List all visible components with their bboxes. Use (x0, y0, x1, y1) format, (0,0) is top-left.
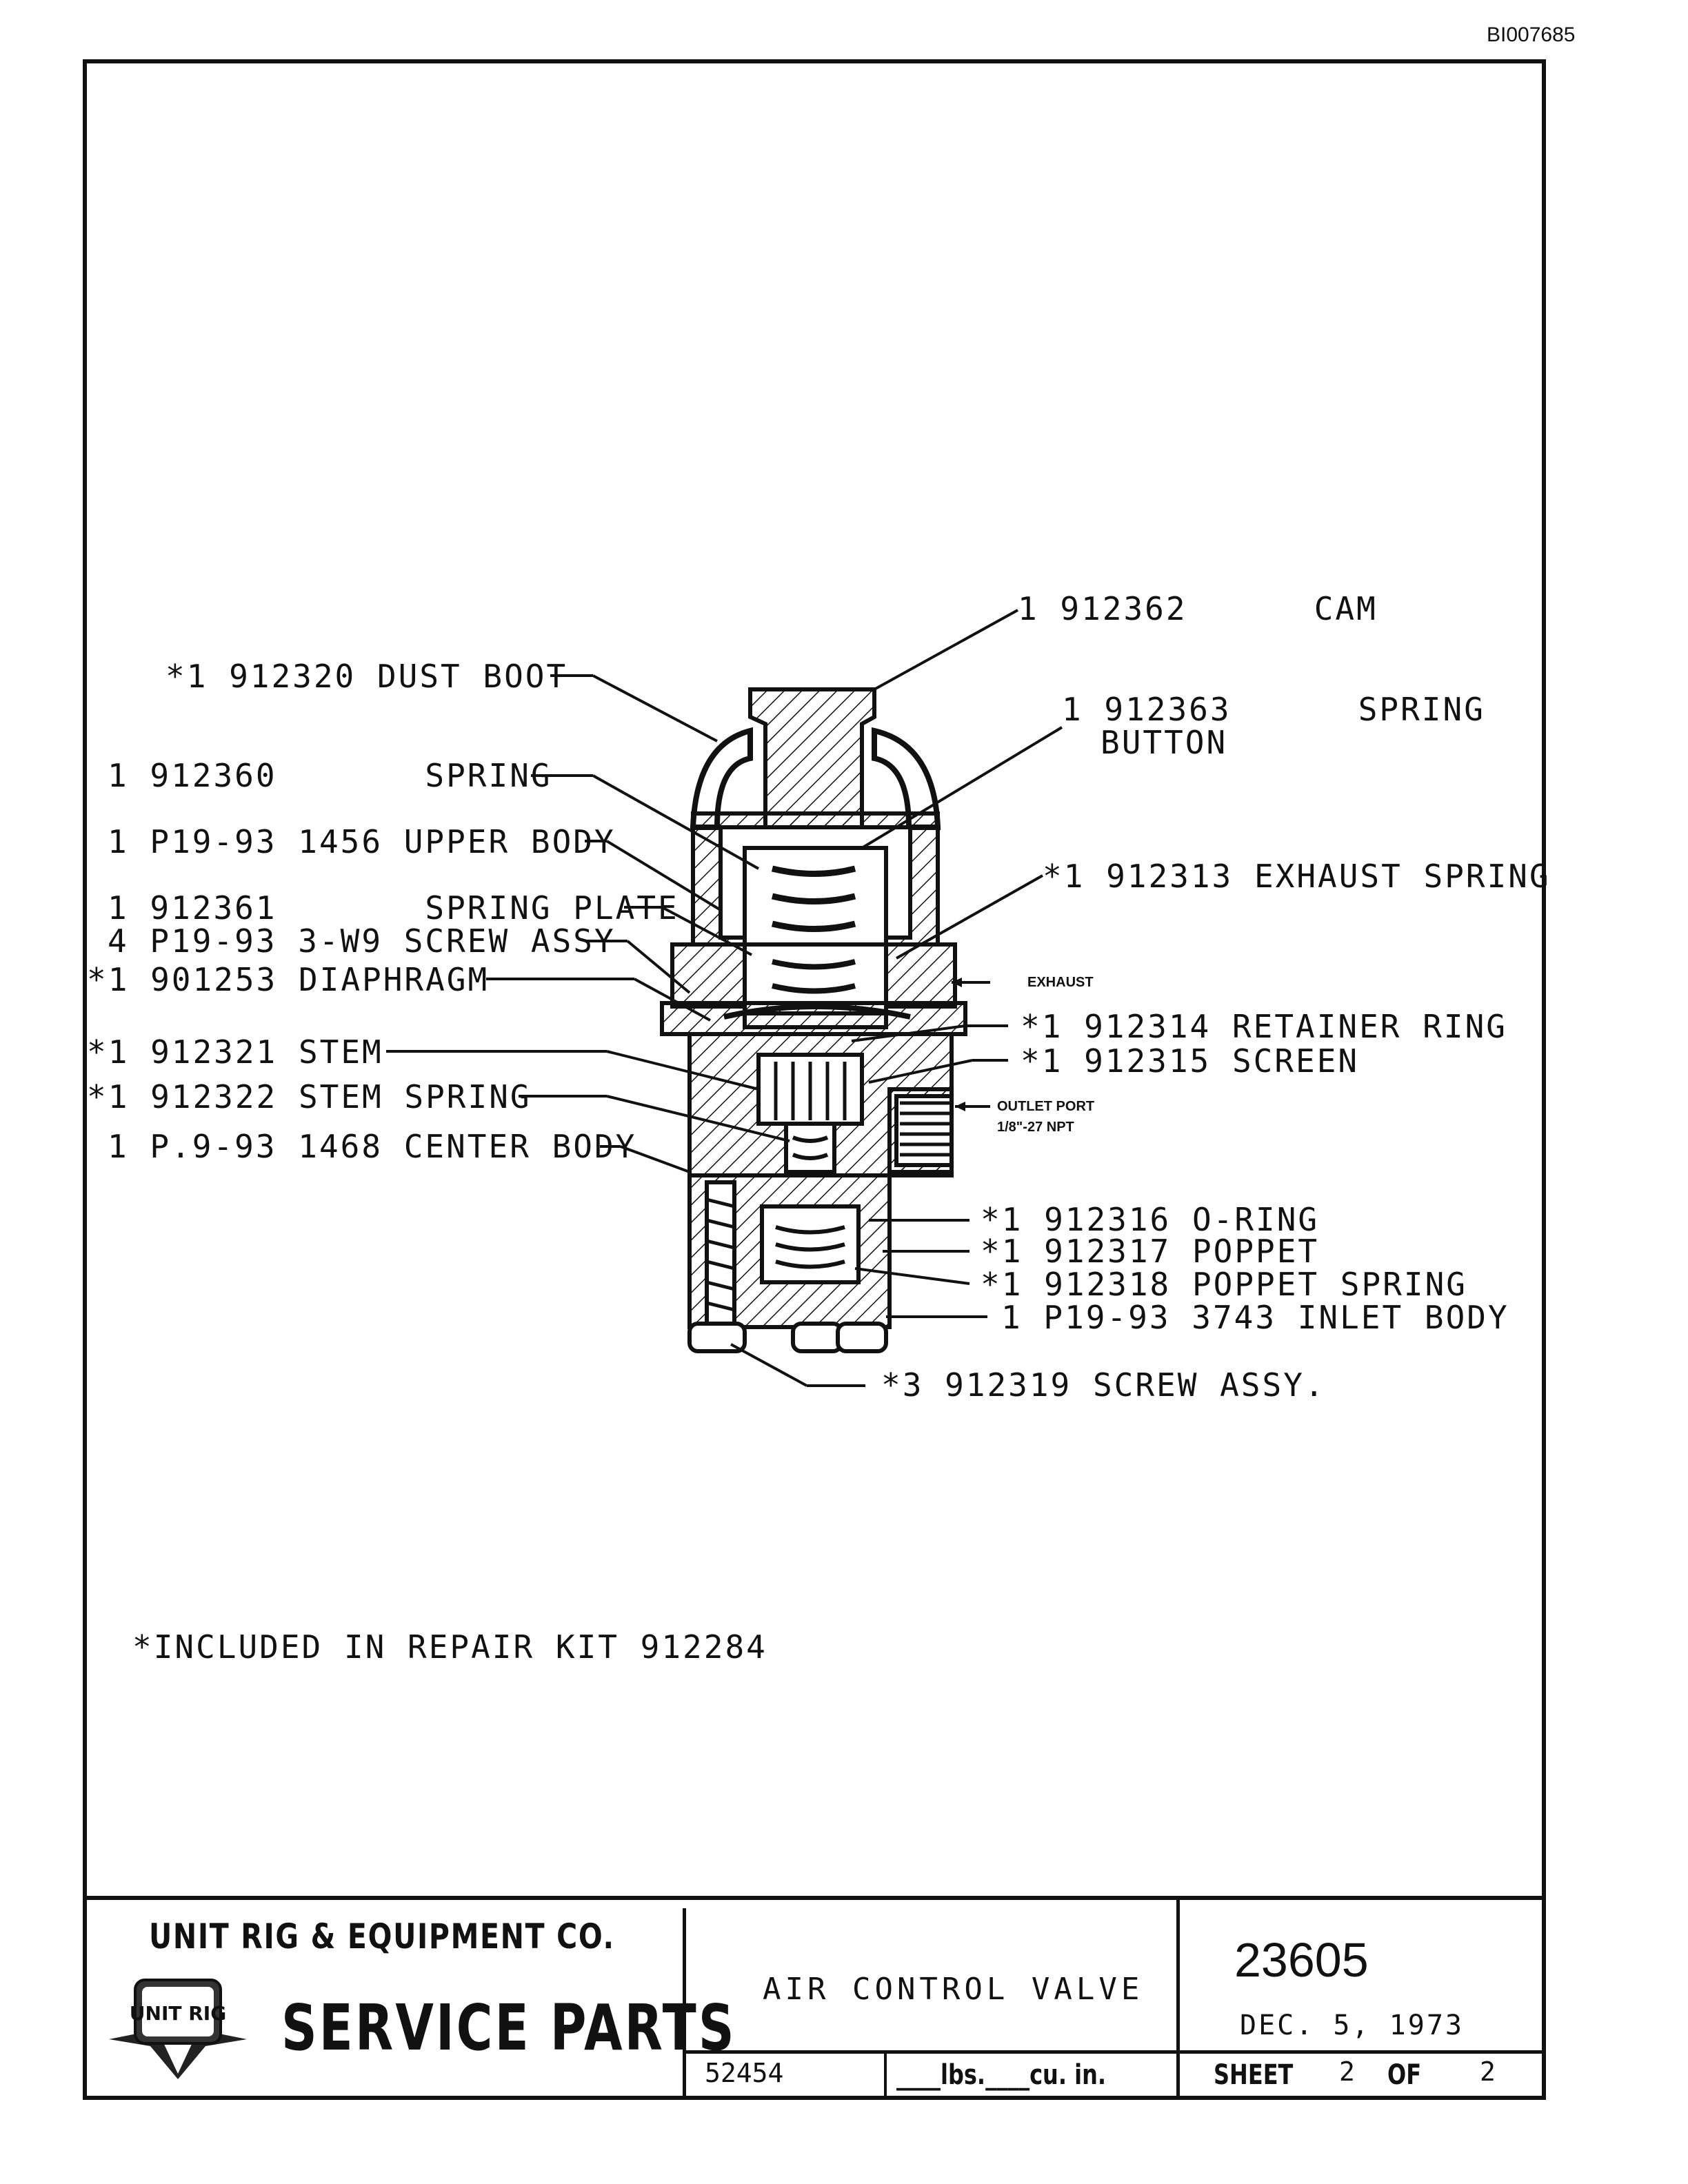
label-diaphragm: *1 901253 DIAPHRAGM (87, 961, 490, 998)
drawing-date: DEC. 5, 1973 (1240, 2010, 1464, 2041)
label-o-ring: *1 912316 O-RING (981, 1201, 1320, 1238)
label-screen: *1 912315 SCREEN (1021, 1042, 1360, 1080)
sheet-label: SHEET (1214, 2059, 1294, 2091)
repair-kit-note: *INCLUDED IN REPAIR KIT 912284 (132, 1628, 767, 1666)
svg-text:UNIT RIG: UNIT RIG (130, 2002, 226, 2025)
label-stem: *1 912321 STEM (87, 1033, 383, 1071)
service-parts-heading: SERVICE PARTS (281, 1991, 736, 2065)
drawing-number: 52454 (705, 2058, 784, 2088)
sheet-of: OF (1387, 2059, 1422, 2091)
label-spring-plate: 1 912361 SPRING PLATE (108, 889, 679, 927)
label-center-body: 1 P.9-93 1468 CENTER BODY (108, 1128, 637, 1165)
label-spring-button-1: 1 912363 SPRING (1062, 691, 1485, 728)
title-block-divider-1 (683, 1908, 686, 2100)
label-poppet: *1 912317 POPPET (981, 1233, 1320, 1270)
label-exhaust-spring: *1 912313 EXHAUST SPRING (1043, 858, 1551, 895)
label-spring: 1 912360 SPRING (108, 757, 552, 794)
weight-volume: ____lbs.____cu. in. (896, 2059, 1107, 2091)
label-screw-assy: 4 P19-93 3-W9 SCREW ASSY (108, 922, 616, 960)
title-block-top-rule (83, 1896, 1546, 1900)
label-retainer-ring: *1 912314 RETAINER RING (1021, 1008, 1507, 1045)
sheet-number: 2 (1339, 2056, 1355, 2087)
unit-rig-logo: UNIT RIG (109, 1979, 247, 2079)
drawing-title: AIR CONTROL VALVE (763, 1972, 1144, 2007)
label-upper-body: 1 P19-93 1456 UPPER BODY (108, 823, 616, 860)
label-stem-spring: *1 912322 STEM SPRING (87, 1078, 532, 1115)
drawing-frame (83, 59, 1546, 2100)
title-block-divider-3 (884, 2050, 887, 2100)
label-cam: 1 912362 CAM (1018, 590, 1378, 627)
label-dust-boot: *1 912320 DUST BOOT (165, 658, 568, 695)
sheet-total: 2 (1480, 2056, 1496, 2087)
outlet-port-label: OUTLET PORT (997, 1099, 1095, 1114)
outlet-port-thread: 1/8"-27 NPT (997, 1120, 1074, 1135)
document-id: BI007685 (1487, 23, 1576, 46)
title-block-divider-2 (1176, 1900, 1180, 2100)
label-screw-assy-3: *3 912319 SCREW ASSY. (881, 1366, 1326, 1404)
label-inlet-body: 1 P19-93 3743 INLET BODY (1001, 1299, 1509, 1336)
title-block-row-rule (683, 2050, 1546, 2054)
label-spring-button-2: BUTTON (1101, 724, 1228, 761)
company-name: UNIT RIG & EQUIPMENT CO. (149, 1917, 615, 1957)
part-number: 23605 (1234, 1933, 1369, 1987)
label-poppet-spring: *1 912318 POPPET SPRING (981, 1266, 1467, 1303)
exhaust-port-label: EXHAUST (1027, 975, 1094, 990)
